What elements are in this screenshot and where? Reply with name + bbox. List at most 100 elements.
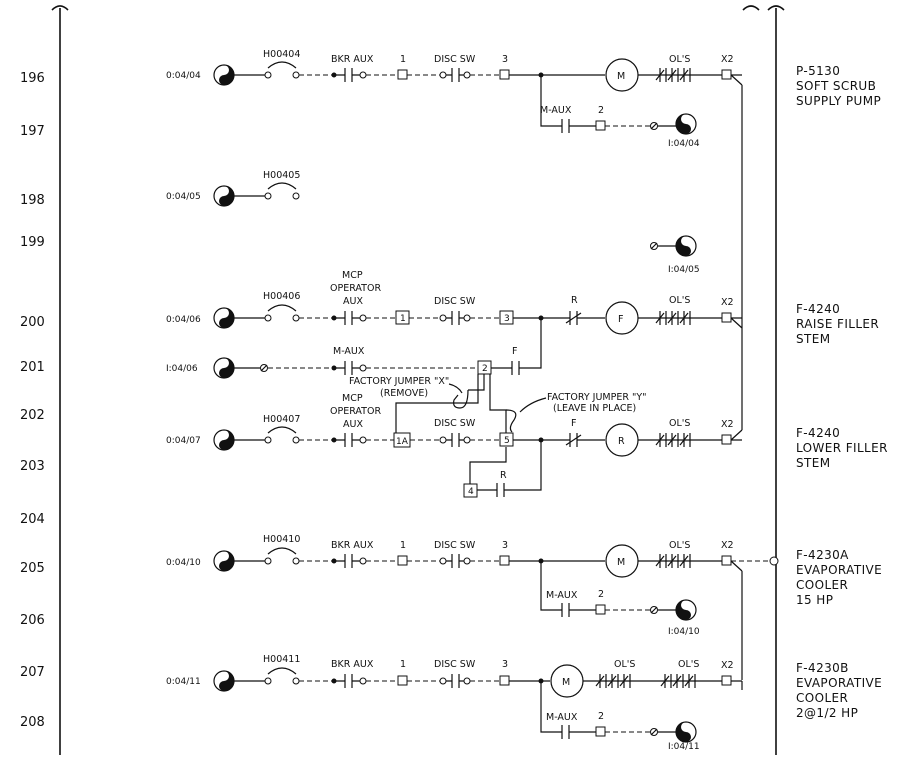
equipment-desc: RAISE FILLER: [796, 317, 879, 331]
contact-label: X2: [721, 540, 734, 551]
contact-label: DISC SW: [434, 659, 476, 670]
module-icon: [213, 429, 235, 451]
equipment-desc: COOLER: [796, 691, 848, 705]
rung-number: 196: [20, 71, 45, 86]
jumper-label: FACTORY JUMPER "Y": [547, 392, 647, 403]
module-icon: [675, 721, 697, 743]
jumper-label: FACTORY JUMPER "X": [349, 376, 449, 387]
contact-label: OL'S: [669, 418, 690, 429]
terminal-label: 2: [598, 589, 604, 600]
rung-numbers: 196 197 198 199 200 201 202 203 204 205 …: [20, 71, 45, 730]
rung-number: 207: [20, 665, 45, 680]
input-addresses: I:04/04 I:04/05 I:04/10 I:04/11: [668, 139, 700, 752]
terminal-label: 2: [598, 105, 604, 116]
equipment-desc: 2@1/2 HP: [796, 706, 858, 720]
equipment-desc: EVAPORATIVE: [796, 563, 882, 577]
io-address: I:04/11: [668, 742, 700, 752]
contact-label: H00404: [263, 49, 300, 60]
rung-number: 199: [20, 235, 45, 250]
contact-label: R: [500, 470, 507, 481]
contact-label: DISC SW: [434, 54, 476, 65]
module-icon: [213, 670, 235, 692]
contact-label: H00411: [263, 654, 300, 665]
contact-label: F: [512, 346, 517, 357]
contact-label: X2: [721, 54, 734, 65]
equipment-tag: P-5130: [796, 64, 840, 78]
terminal-label: 1: [400, 54, 406, 65]
terminal-label: 4: [468, 487, 474, 497]
equipment-tag: F-4240: [796, 426, 840, 440]
rung-201: M-AUX 2 F FACTORY JUMPER "X" (REMOVE) FA…: [234, 318, 647, 440]
motor-label: F: [618, 314, 623, 325]
terminal-label: 1: [400, 314, 406, 324]
module-icon: [213, 357, 235, 379]
output-addresses: 0:04/04 0:04/05 0:04/06 I:04/06 0:04/07 …: [166, 71, 201, 687]
contact-label: M-AUX: [540, 105, 572, 116]
module-icon: [213, 307, 235, 329]
io-module-symbols: [213, 64, 697, 743]
contact-label: M-AUX: [546, 590, 578, 601]
equipment-desc: STEM: [796, 332, 830, 346]
contact-label: DISC SW: [434, 540, 476, 551]
module-icon: [675, 113, 697, 135]
terminal-label: 3: [502, 540, 508, 551]
contact-label: OL'S: [669, 540, 690, 551]
terminal-label: 2: [598, 711, 604, 722]
contact-label: OL'S: [669, 295, 690, 306]
rung-number: 200: [20, 315, 45, 330]
contact-label: BKR AUX: [331, 659, 374, 670]
jumper-note: (REMOVE): [380, 388, 428, 399]
io-address: 0:04/06: [166, 315, 201, 325]
contact-label: X2: [721, 297, 734, 308]
terminal-label: 1A: [396, 437, 409, 447]
motor-label: M: [562, 677, 570, 688]
equipment-tag: F-4230B: [796, 661, 849, 675]
io-address: 0:04/04: [166, 71, 201, 81]
contact-label: M-AUX: [333, 346, 365, 357]
rung-198: H00405: [234, 170, 676, 250]
io-address: I:04/04: [668, 139, 700, 149]
equipment-tag: F-4240: [796, 302, 840, 316]
contact-label: X2: [721, 660, 734, 671]
contact-label: AUX: [343, 296, 363, 307]
contact-label: MCP: [342, 393, 363, 404]
io-address: I:04/05: [668, 265, 700, 275]
io-address: 0:04/05: [166, 192, 201, 202]
rung-number: 197: [20, 124, 45, 139]
equipment-desc: COOLER: [796, 578, 848, 592]
equipment-desc: EVAPORATIVE: [796, 676, 882, 690]
contact-label: BKR AUX: [331, 54, 374, 65]
contact-label: H00405: [263, 170, 300, 181]
terminal-label: 3: [504, 314, 510, 324]
rung-number: 205: [20, 561, 45, 576]
equipment-desc: LOWER FILLER: [796, 441, 888, 455]
contact-label: H00406: [263, 291, 300, 302]
terminal-label: 3: [502, 54, 508, 65]
rung-number: 203: [20, 459, 45, 474]
rung-number: 208: [20, 715, 45, 730]
io-address: 0:04/10: [166, 558, 201, 568]
terminal-label: 1: [400, 659, 406, 670]
module-icon: [675, 235, 697, 257]
contact-label: DISC SW: [434, 296, 476, 307]
rung-207: H00411 BKR AUX 1 DISC SW 3 M OL'S OL'S X…: [234, 654, 743, 739]
equipment-desc: SUPPLY PUMP: [796, 94, 881, 108]
io-address: I:04/10: [668, 627, 700, 637]
rung-number: 202: [20, 408, 45, 423]
contact-label: H00407: [263, 414, 300, 425]
contact-label: BKR AUX: [331, 540, 374, 551]
equipment-labels: P-5130 SOFT SCRUB SUPPLY PUMP F-4240 RAI…: [796, 64, 888, 720]
contact-label: AUX: [343, 419, 363, 430]
contact-label: M-AUX: [546, 712, 578, 723]
rung-200: H00406 MCP OPERATOR AUX 1 DISC SW 3 R F …: [234, 270, 743, 430]
contact-label: OL'S: [669, 54, 690, 65]
module-icon: [675, 599, 697, 621]
io-address: 0:04/11: [166, 677, 201, 687]
rung-205: H00410 BKR AUX 1 DISC SW 3 M OL'S X2 M-A…: [234, 534, 779, 680]
contact-label: DISC SW: [434, 418, 476, 429]
power-rails: [51, 5, 785, 755]
terminal-label: 1: [400, 540, 406, 551]
rung-196: H00404 BKR AUX 1 DISC SW 3 M OL'S X2 M-A…: [234, 49, 743, 300]
motor-label: M: [617, 71, 625, 82]
